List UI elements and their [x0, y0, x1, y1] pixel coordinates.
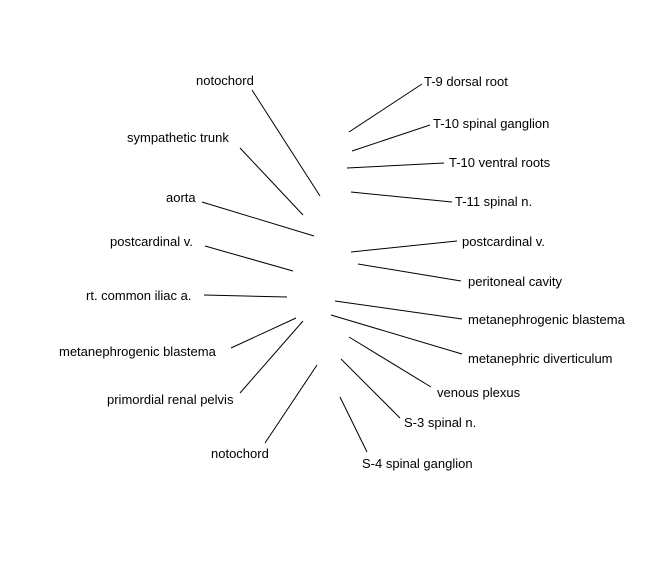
leader-notochord-bottom: [264, 364, 318, 444]
leader-aorta: [201, 201, 315, 237]
label-t10-spinal-ganglion: T-10 spinal ganglion: [433, 116, 549, 131]
leader-primordial-renal-pelvis: [239, 320, 304, 394]
label-t9-dorsal-root: T-9 dorsal root: [424, 74, 508, 89]
label-postcardinal-right: postcardinal v.: [462, 234, 545, 249]
leader-venous-plexus: [348, 336, 432, 388]
label-peritoneal-cavity: peritoneal cavity: [468, 274, 562, 289]
label-aorta: aorta: [166, 190, 196, 205]
label-metanephrogenic-right: metanephrogenic blastema: [468, 312, 626, 327]
leader-t9-dorsal-root: [348, 83, 423, 133]
leader-s3-spinal-n: [340, 358, 401, 419]
leader-postcardinal-left: [204, 245, 294, 272]
leader-t10-ventral-roots: [346, 162, 445, 169]
leader-postcardinal-right: [350, 240, 458, 253]
label-metanephric-diverticulum: metanephric diverticulum: [468, 351, 613, 366]
label-notochord-top: notochord: [196, 73, 254, 88]
leader-t10-spinal-ganglion: [351, 124, 431, 152]
leader-s4-spinal-ganglion: [339, 396, 368, 453]
label-postcardinal-left: postcardinal v.: [110, 234, 193, 249]
label-s4-spinal-ganglion: S-4 spinal ganglion: [362, 456, 473, 471]
leader-notochord-top: [251, 89, 321, 197]
leader-rt-common-iliac: [203, 294, 288, 298]
label-s3-spinal-n: S-3 spinal n.: [404, 415, 476, 430]
label-rt-common-iliac: rt. common iliac a.: [86, 288, 191, 303]
label-primordial-renal-pelvis: primordial renal pelvis: [107, 392, 234, 407]
leader-peritoneal-cavity: [357, 263, 462, 282]
leader-sympathetic-trunk: [239, 147, 304, 216]
leader-metanephric-diverticulum: [330, 314, 463, 355]
label-metanephrogenic-left: metanephrogenic blastema: [59, 344, 217, 359]
label-notochord-bottom: notochord: [211, 446, 269, 461]
label-t10-ventral-roots: T-10 ventral roots: [449, 155, 551, 170]
label-venous-plexus: venous plexus: [437, 385, 521, 400]
label-t11-spinal-n: T-11 spinal n.: [455, 194, 532, 209]
leader-metanephrogenic-left: [230, 317, 297, 349]
leader-metanephrogenic-right: [334, 300, 463, 320]
label-sympathetic-trunk: sympathetic trunk: [127, 130, 229, 145]
leader-t11-spinal-n: [350, 191, 453, 203]
